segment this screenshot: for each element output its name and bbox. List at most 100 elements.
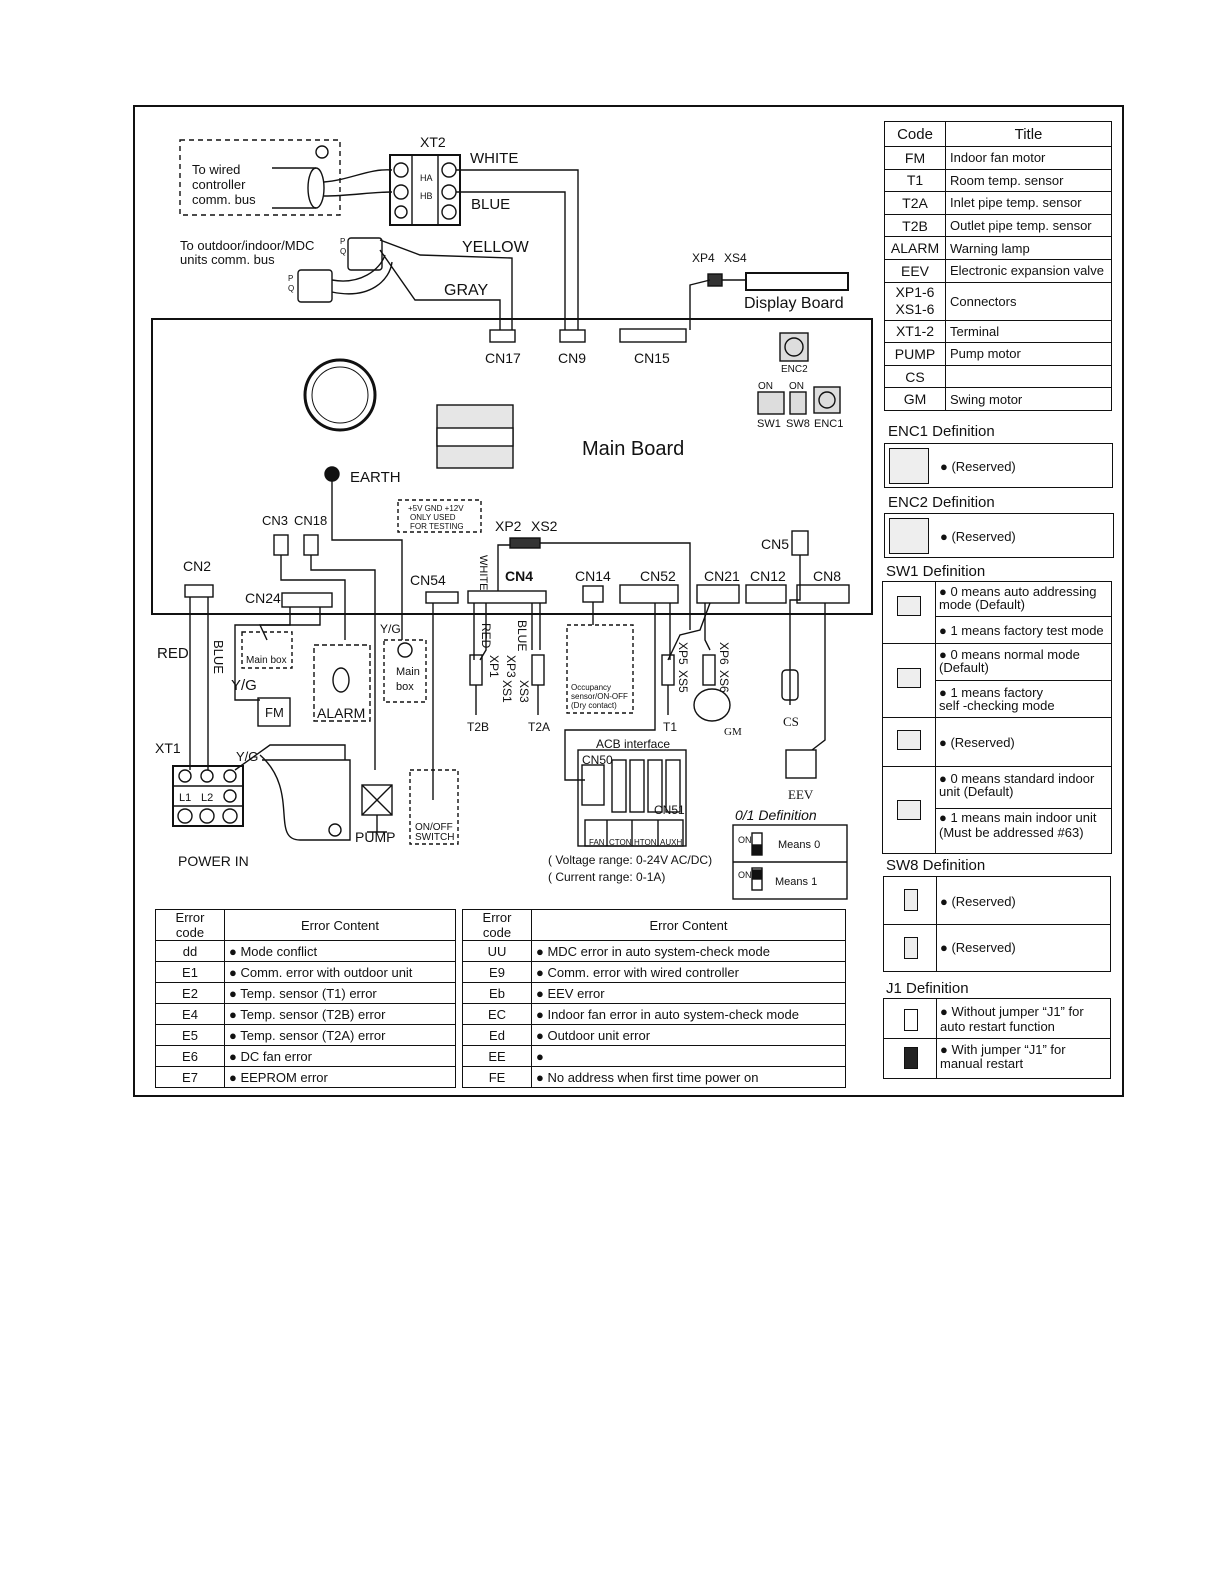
j1-definition-box: Without jumper “J1” for auto restart fun…: [883, 998, 1111, 1079]
sw8-row-2: (Reserved): [940, 940, 1015, 955]
table-row: E4Temp. sensor (T2B) error: [155, 1003, 456, 1025]
xt2-terminal: [389, 154, 461, 226]
voltage-range-label: ( Voltage range: 0-24V AC/DC): [548, 853, 712, 867]
xs5-label: XS5: [676, 670, 690, 693]
onoff-label-2: SWITCH: [415, 832, 454, 843]
p-label: P: [340, 237, 345, 246]
error-content: No address when first time power on: [531, 1066, 846, 1088]
t1-label: T1: [663, 720, 677, 734]
error-content: Outdoor unit error: [531, 1024, 846, 1046]
main-box2-label-2: box: [396, 681, 414, 693]
error-code: EE: [462, 1045, 532, 1067]
error-code: E7: [155, 1066, 225, 1088]
sw8-on-label: ON: [789, 381, 804, 392]
cn54-label: CN54: [410, 572, 446, 588]
sw8-board-label: SW8: [786, 418, 810, 430]
error-content: Mode conflict: [224, 940, 456, 962]
cn21-label: CN21: [704, 568, 740, 584]
sw1-definition-box: 0 means auto addressing mode (Default) 1…: [882, 581, 1112, 854]
j1-row-1: Without jumper “J1” for auto restart fun…: [940, 1004, 1084, 1034]
error-content-header: Error Content: [224, 909, 456, 941]
code-cell: GM: [884, 387, 946, 411]
wired-controller-box: [179, 139, 341, 216]
title-header: Title: [945, 121, 1112, 147]
error-content: [531, 1045, 846, 1067]
error-content-header: Error Content: [531, 909, 846, 941]
enc1-definition-box: (Reserved): [884, 443, 1113, 488]
xt2-label: XT2: [420, 134, 446, 150]
l2-label: L2: [201, 792, 213, 804]
table-row: FENo address when first time power on: [462, 1066, 846, 1088]
acb-term-hton: HTON: [634, 838, 657, 847]
xs4-label: XS4: [724, 251, 747, 265]
code-cell: FM: [884, 146, 946, 170]
table-row: EE: [462, 1045, 846, 1067]
pq-connector-top: [347, 237, 383, 271]
table-row: E2Temp. sensor (T1) error: [155, 982, 456, 1004]
table-row: ECIndoor fan error in auto system-check …: [462, 1003, 846, 1025]
cn50-label: CN50: [582, 753, 613, 767]
cn12-label: CN12: [750, 568, 786, 584]
cn2-label: CN2: [183, 558, 211, 574]
alarm-label: ALARM: [317, 705, 365, 721]
q-label: Q: [340, 247, 346, 256]
white-wire-label: WHITE: [470, 150, 518, 167]
white-wire-vertical-label: WHITE: [477, 555, 489, 590]
xp6-label: XP6: [717, 642, 731, 665]
sw8-definition-box: (Reserved) (Reserved): [883, 876, 1111, 972]
title-cell: Pump motor: [945, 342, 1112, 366]
enc2-text: (Reserved): [940, 529, 1015, 544]
table-row: CS: [884, 364, 1112, 389]
title-cell: Outlet pipe temp. sensor: [945, 213, 1112, 238]
jumper-icon: [904, 1047, 918, 1069]
table-row: E7EEPROM error: [155, 1066, 456, 1088]
zero-one-title: 0/1 Definition: [735, 807, 817, 823]
power-in-label: POWER IN: [178, 853, 249, 869]
code-cell: XP1-6 XS1-6: [884, 281, 946, 321]
cs-label: CS: [783, 714, 799, 729]
enc2-definition-title: ENC2 Definition: [888, 494, 995, 511]
sw8-row-1: (Reserved): [940, 894, 1015, 909]
enc2-board-label: ENC2: [781, 364, 808, 375]
enc1-text: (Reserved): [940, 459, 1015, 474]
testing-label-1: +5V GND +12V: [408, 504, 464, 513]
table-row: ddMode conflict: [155, 940, 456, 962]
dip-switch-icon: [897, 668, 921, 688]
sw1-row-4: 1 means factory self -checking mode: [939, 686, 1055, 712]
means-1-label: Means 1: [775, 876, 817, 888]
sw1-board-label: SW1: [757, 418, 781, 430]
code-cell: T2B: [884, 213, 946, 238]
cn4-label: CN4: [505, 568, 533, 584]
cn8-label: CN8: [813, 568, 841, 584]
code-cell: CS: [884, 364, 946, 389]
enc1-board-label: ENC1: [814, 418, 843, 430]
enc2-definition-box: (Reserved): [884, 513, 1114, 558]
code-cell: EEV: [884, 258, 946, 283]
error-code: E4: [155, 1003, 225, 1025]
t2a-label: T2A: [528, 720, 550, 734]
gm-label: GM: [724, 726, 742, 738]
dip-switch-icon: [897, 730, 921, 750]
code-cell: ALARM: [884, 236, 946, 260]
error-code: EC: [462, 1003, 532, 1025]
sw1-row-3: 0 means normal mode (Default): [939, 648, 1080, 674]
outdoor-bus-label-2: units comm. bus: [180, 252, 275, 267]
acb-term-cton: CTON: [609, 838, 632, 847]
error-content: Temp. sensor (T2A) error: [224, 1024, 456, 1046]
means-0-label: Means 0: [778, 839, 820, 851]
wired-controller-label-3: comm. bus: [192, 192, 256, 207]
cn51-label: CN51: [654, 803, 685, 817]
earth-label: EARTH: [350, 469, 401, 486]
cn5-label: CN5: [761, 536, 789, 552]
title-cell: [945, 364, 1112, 389]
occupancy-label-2: sensor/ON-OFF: [571, 692, 628, 701]
acb-term-auxh: AUXH: [660, 838, 682, 847]
enc1-definition-title: ENC1 Definition: [888, 423, 995, 440]
